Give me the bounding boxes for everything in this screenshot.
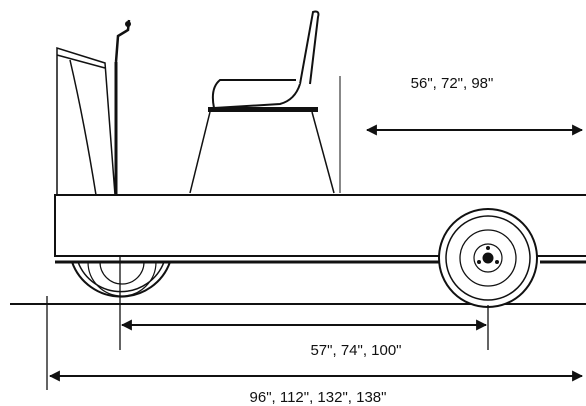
front-cowl [56, 46, 116, 196]
front-wheel [71, 261, 171, 298]
steering-column [114, 19, 131, 195]
overall-length-label: 96", 112", 132", 138" [250, 389, 387, 406]
wheelbase-label: 57", 74", 100" [310, 342, 401, 359]
seat [189, 10, 341, 194]
bed-length-label: 56", 72", 98" [411, 75, 494, 92]
rear-wheel [438, 208, 538, 308]
extension-lines [46, 255, 489, 390]
